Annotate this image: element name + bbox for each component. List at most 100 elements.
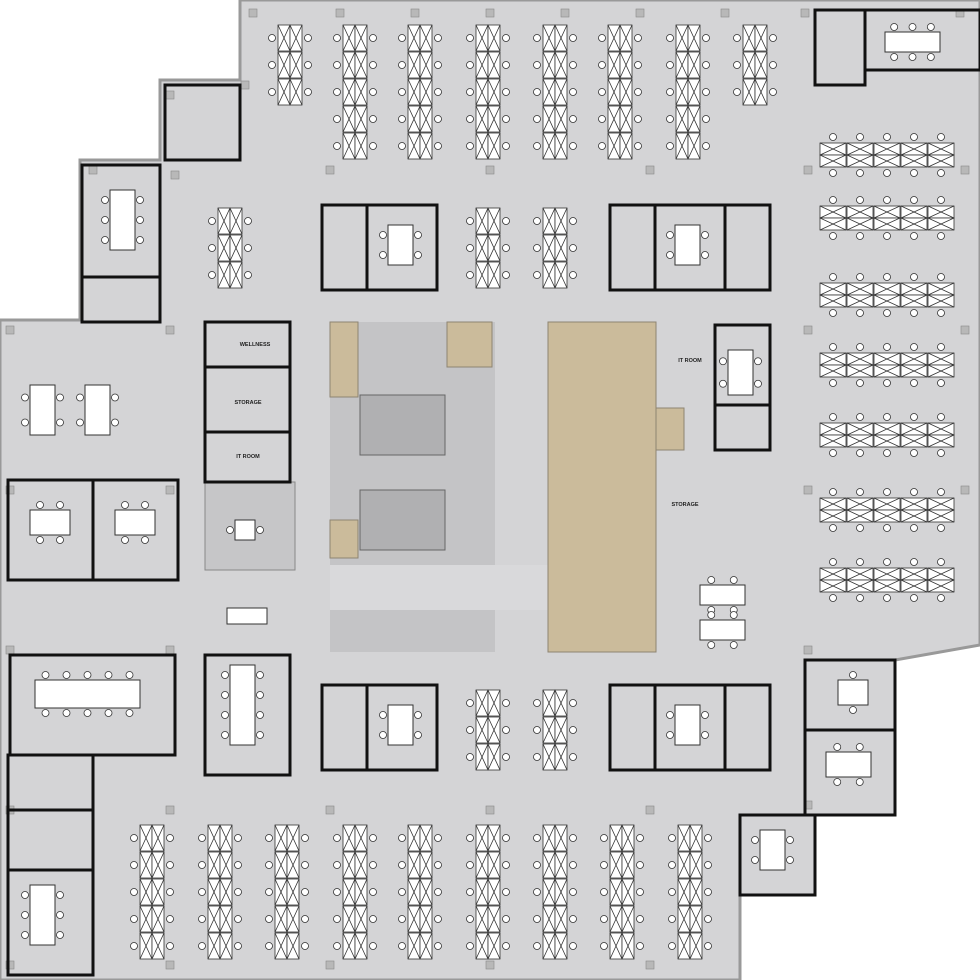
chair-icon	[937, 196, 945, 204]
workstation	[354, 878, 368, 906]
desk-divider	[819, 205, 847, 219]
workstation	[873, 579, 901, 593]
desk-divider	[475, 689, 489, 717]
workstation	[277, 51, 291, 79]
chair-icon	[598, 34, 606, 42]
chair-icon	[883, 524, 891, 532]
workstation	[139, 851, 153, 879]
desk-divider	[419, 851, 433, 879]
workstation	[677, 851, 691, 879]
workstation	[873, 282, 901, 296]
reception-desk	[226, 607, 268, 625]
chair-icon	[908, 23, 917, 31]
desk-divider	[407, 105, 421, 133]
desk-divider	[819, 352, 847, 366]
workstation	[289, 51, 303, 79]
chair-icon	[666, 34, 674, 42]
chair-icon	[533, 942, 541, 950]
chair-icon	[62, 709, 71, 717]
desk-divider	[274, 932, 288, 960]
chair-icon	[829, 133, 837, 141]
chair-icon	[600, 942, 608, 950]
workstation	[487, 78, 501, 106]
workstation	[151, 932, 165, 960]
stair-west	[329, 321, 359, 398]
workstation	[354, 824, 368, 852]
workstation	[554, 716, 568, 744]
workstation	[873, 364, 901, 378]
chair-icon	[56, 931, 64, 939]
workstation	[819, 509, 847, 523]
chair-icon	[937, 488, 945, 496]
desk-divider	[689, 878, 703, 906]
workstation	[542, 234, 556, 262]
desk-divider	[207, 905, 221, 933]
chair-icon	[569, 699, 577, 707]
chair-icon	[466, 217, 474, 225]
desk-divider	[819, 154, 847, 168]
desk-divider	[554, 234, 568, 262]
workstation	[873, 434, 901, 448]
chair-icon	[856, 232, 864, 240]
chair-icon	[434, 34, 442, 42]
desk-divider	[542, 878, 556, 906]
desk-divider	[927, 217, 955, 231]
workstation	[873, 294, 901, 308]
workstation	[286, 932, 300, 960]
desk-divider	[873, 217, 901, 231]
chair-icon	[502, 142, 510, 150]
chair-icon	[701, 731, 709, 739]
chair-icon	[856, 169, 864, 177]
chair-icon	[856, 343, 864, 351]
chair-icon	[729, 611, 738, 619]
column	[165, 805, 175, 815]
workstation	[229, 234, 243, 262]
chair-icon	[569, 34, 577, 42]
workstation	[819, 364, 847, 378]
desk-divider	[475, 905, 489, 933]
chair-icon	[56, 911, 64, 919]
workstation	[407, 878, 421, 906]
workstation	[554, 905, 568, 933]
desk-divider	[139, 851, 153, 879]
chair-icon	[910, 379, 918, 387]
chair-icon	[786, 856, 794, 864]
desk-divider	[151, 932, 165, 960]
desk-divider	[289, 51, 303, 79]
desk-divider	[274, 905, 288, 933]
chair-icon	[301, 861, 309, 869]
chair-icon	[910, 449, 918, 457]
chair-icon	[166, 834, 174, 842]
desk-divider	[354, 824, 368, 852]
chair-icon	[466, 942, 474, 950]
workstation	[742, 24, 756, 52]
desk-divider	[819, 422, 847, 436]
chair-icon	[829, 594, 837, 602]
chair-icon	[466, 699, 474, 707]
chair-icon	[856, 594, 864, 602]
chair-icon	[569, 942, 577, 950]
chair-icon	[890, 53, 899, 61]
workstation	[927, 567, 955, 581]
column	[635, 8, 645, 18]
workstation	[607, 51, 621, 79]
room-wall	[91, 478, 180, 582]
desk-divider	[475, 51, 489, 79]
chair-icon	[833, 743, 842, 751]
column	[960, 165, 970, 175]
desk-divider	[542, 51, 556, 79]
desk-divider	[542, 743, 556, 771]
workstation	[927, 282, 955, 296]
chair-icon	[668, 942, 676, 950]
desk-divider	[554, 878, 568, 906]
desk-divider	[475, 207, 489, 235]
desk-divider	[542, 105, 556, 133]
workstation	[542, 105, 556, 133]
chair-icon	[829, 558, 837, 566]
chair-icon	[434, 88, 442, 96]
desk-divider	[554, 905, 568, 933]
desk-divider	[677, 932, 691, 960]
desk-divider	[846, 567, 874, 581]
desk-divider	[542, 261, 556, 289]
workstation	[354, 24, 368, 52]
